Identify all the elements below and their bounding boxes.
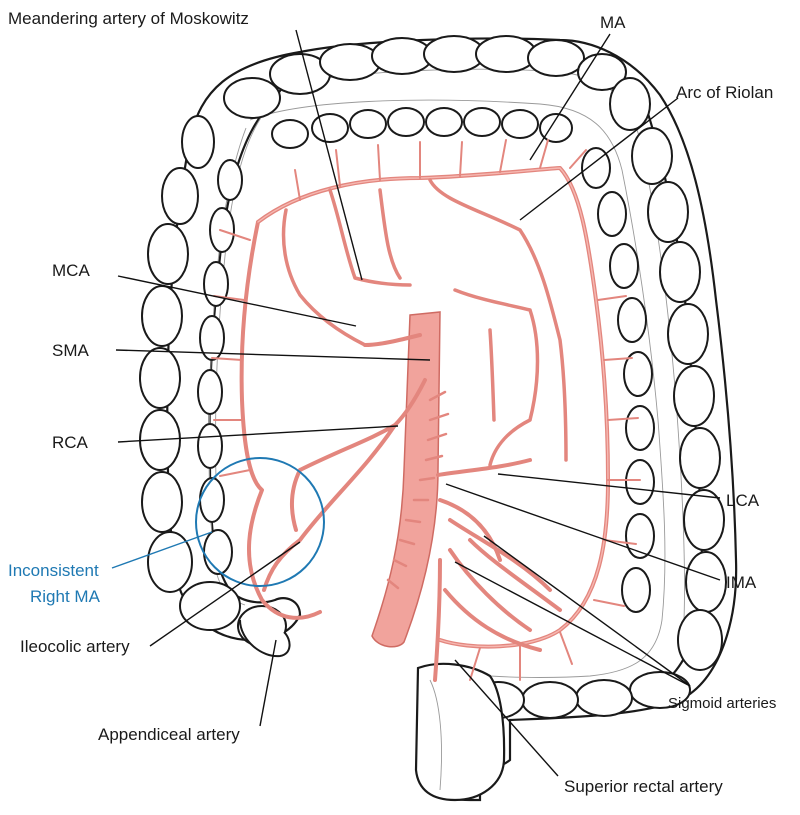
label-ma: MA xyxy=(600,13,626,32)
label-ima: IMA xyxy=(726,573,757,592)
label-inconsistent: Inconsistent xyxy=(8,561,99,580)
label-arc-of-riolan: Arc of Riolan xyxy=(676,83,773,102)
label-meandering-artery: Meandering artery of Moskowitz xyxy=(8,9,249,28)
label-right-ma: Right MA xyxy=(30,587,101,606)
label-sigmoid-arteries: Sigmoid arteries xyxy=(668,695,776,712)
rectum xyxy=(416,664,504,800)
label-ileocolic-artery: Ileocolic artery xyxy=(20,637,130,656)
haustra-transverse xyxy=(224,36,626,148)
label-lca: LCA xyxy=(726,491,760,510)
label-sma: SMA xyxy=(52,341,90,360)
label-superior-rectal-artery: Superior rectal artery xyxy=(564,777,723,796)
leader-sigmoid-2 xyxy=(455,562,690,686)
label-mca: MCA xyxy=(52,261,90,280)
label-appendiceal-artery: Appendiceal artery xyxy=(98,725,240,744)
label-rca: RCA xyxy=(52,433,89,452)
